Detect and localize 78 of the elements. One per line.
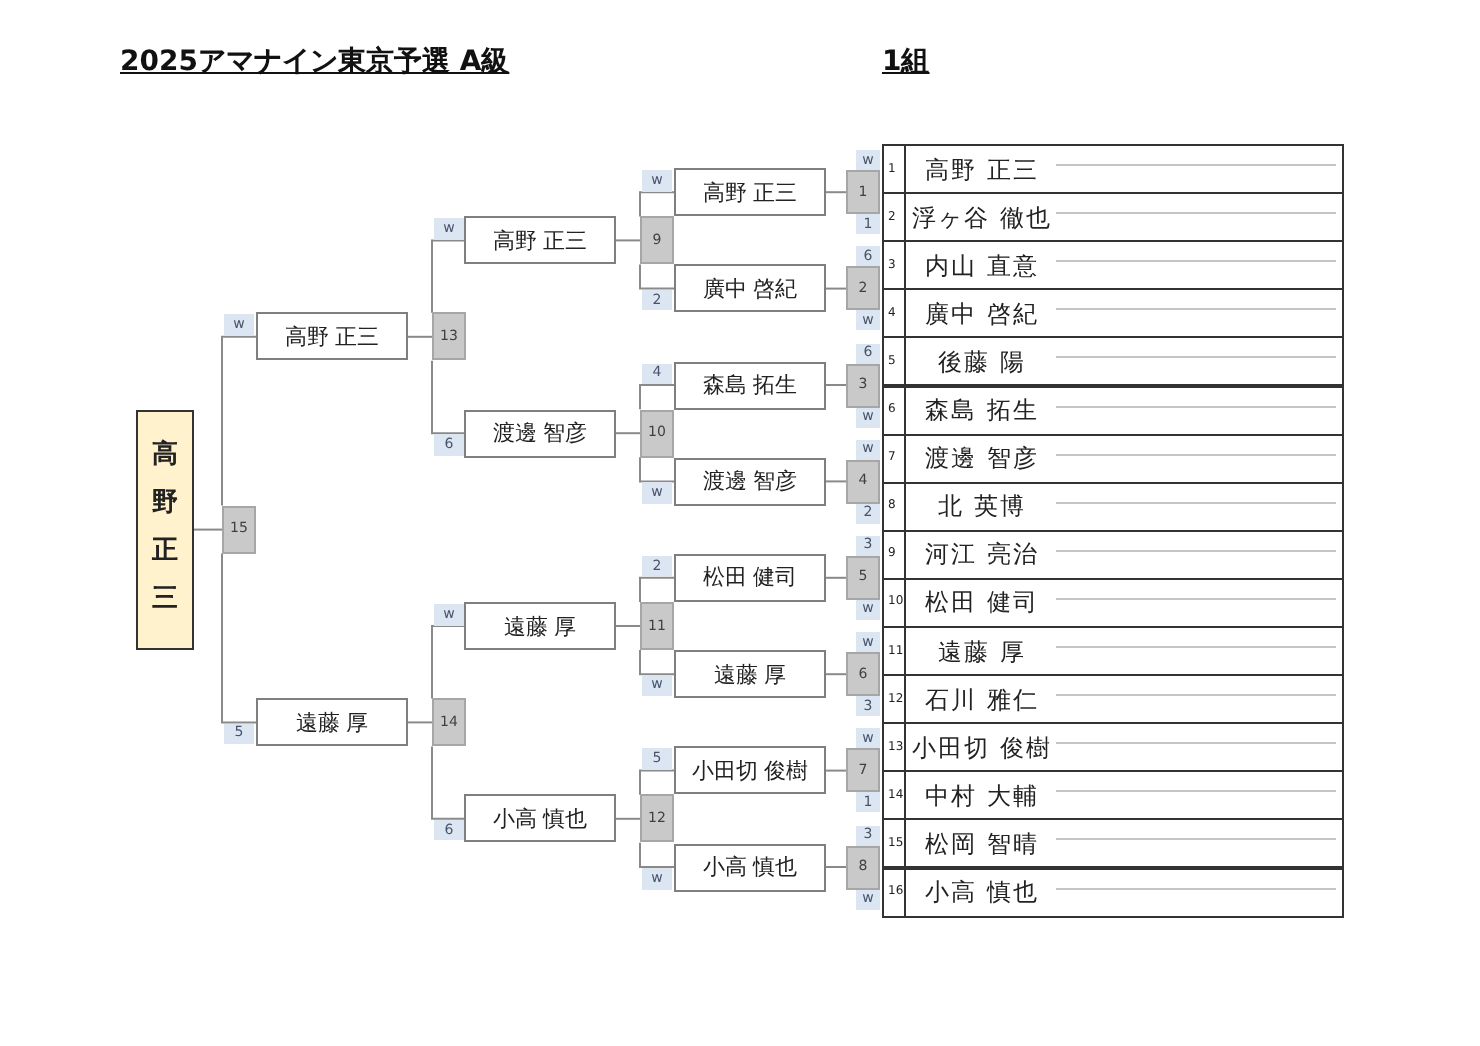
player-name-box: 高野 正三 [464, 216, 616, 265]
player-name-box: 渡邊 智彦 [674, 457, 826, 506]
player-name-box: 森島 拓生 [674, 361, 826, 409]
bracket-line [639, 384, 675, 411]
bracket-line [639, 576, 675, 603]
group-heading: 1組 [882, 44, 930, 80]
entry-row [882, 626, 1344, 677]
entry-row [882, 529, 1344, 580]
bracket-line [221, 552, 257, 724]
bracket-line [615, 625, 641, 627]
player-name-box: 渡邊 智彦 [464, 409, 616, 458]
entry-row [882, 336, 1344, 387]
player-name: 内山 直意 [925, 253, 1039, 278]
player-name-box: 小高 慎也 [674, 843, 826, 891]
bracket-line [825, 576, 847, 579]
player-name: 中村 大輔 [925, 783, 1039, 808]
bracket-line [639, 191, 675, 218]
player-name: 小田切 俊樹 [912, 735, 1052, 760]
bracket-line [639, 456, 675, 483]
entry-row [882, 288, 1344, 339]
bracket-line [431, 359, 465, 435]
entry-row [882, 722, 1344, 773]
entry-row [882, 144, 1344, 195]
bracket-line [193, 528, 223, 531]
bracket-line [825, 866, 847, 868]
entry-row [882, 192, 1344, 243]
player-name: 森島 拓生 [925, 398, 1039, 423]
title: 2025アマナイン東京予選 A級 [120, 44, 510, 80]
bracket-line [825, 769, 847, 772]
player-name: 遠藤 厚 [938, 639, 1026, 664]
bracket-line [825, 191, 847, 194]
player-name-box: 小高 慎也 [464, 794, 616, 843]
player-name-box: 高野 正三 [256, 312, 408, 361]
bracket-line [407, 721, 433, 724]
entry-row [882, 818, 1344, 869]
bracket-line [825, 384, 847, 386]
bracket-line [221, 335, 257, 507]
bracket-line [825, 287, 847, 290]
player-name-box: 小田切 俊樹 [674, 746, 826, 795]
player-name: 北 英博 [938, 494, 1026, 519]
bracket-line [825, 480, 847, 483]
bracket-line [639, 841, 675, 868]
player-name: 高野 正三 [925, 157, 1039, 182]
player-name: 廣中 啓紀 [925, 301, 1039, 326]
entry-row [882, 867, 1344, 918]
entry-row [882, 433, 1344, 484]
entry-row [882, 770, 1344, 821]
player-name-box: 遠藤 厚 [256, 698, 408, 747]
bracket-line [825, 673, 847, 676]
bracket-line [639, 649, 675, 676]
bracket-line [615, 432, 641, 435]
entry-row [882, 481, 1344, 532]
player-name: 小高 慎也 [925, 880, 1039, 905]
player-name: 石川 雅仁 [925, 687, 1039, 712]
entry-row [882, 385, 1344, 436]
player-name-box: 廣中 啓紀 [674, 264, 826, 313]
bracket-line [431, 745, 465, 820]
player-name: 浮ヶ谷 徹也 [912, 205, 1052, 230]
bracket-line [615, 817, 641, 820]
entry-row [882, 674, 1344, 725]
bracket-line [431, 625, 465, 700]
bracket-line [639, 769, 675, 796]
player-name: 渡邊 智彦 [925, 446, 1039, 471]
bracket-line [639, 263, 675, 290]
entry-row [882, 240, 1344, 291]
player-name: 河江 亮治 [925, 542, 1039, 567]
champion-name-box: 高野正三 [136, 409, 194, 650]
player-name-box: 松田 健司 [674, 553, 826, 602]
player-name: 松田 健司 [925, 590, 1039, 615]
player-name-box: 遠藤 厚 [674, 650, 826, 699]
bracket-line [615, 239, 641, 242]
bracket-line [407, 335, 433, 338]
player-name-box: 遠藤 厚 [464, 602, 616, 650]
player-name: 松岡 智晴 [925, 831, 1039, 856]
player-name-box: 高野 正三 [674, 168, 826, 217]
bracket-line [431, 239, 465, 314]
player-name: 後藤 陽 [938, 349, 1026, 374]
entry-row [882, 577, 1344, 628]
